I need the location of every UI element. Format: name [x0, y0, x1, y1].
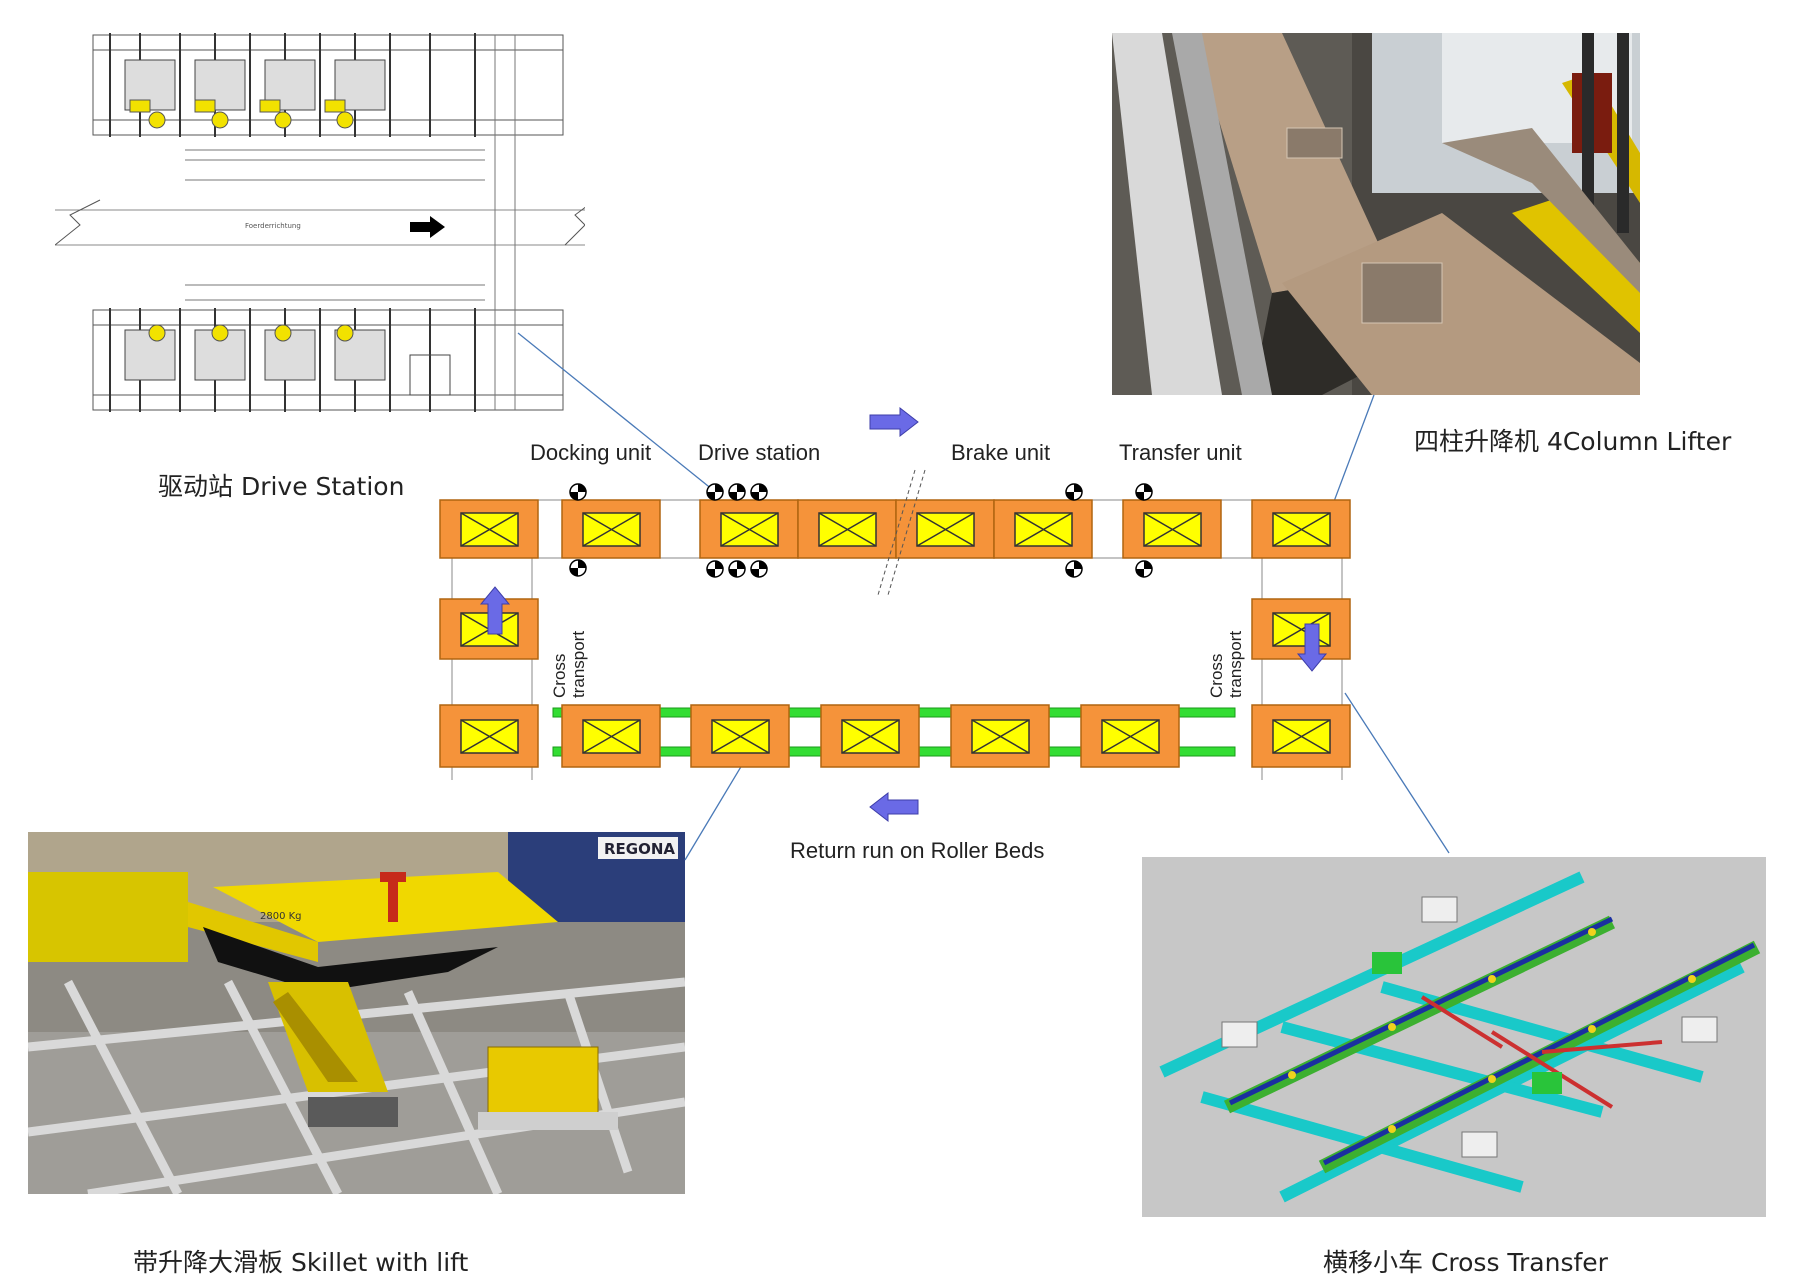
carrier: [1251, 598, 1351, 660]
carrier: [1251, 704, 1351, 768]
drive-station-drawing: Foerderrichtung: [55, 33, 585, 412]
break-mark: [887, 469, 926, 596]
carrier-row-top: [439, 499, 1351, 559]
leader-line-drive-station: [517, 332, 714, 491]
caption-column-lifter: 四柱升降机 4Column Lifter: [1414, 427, 1732, 456]
caption-skillet-with-lift: 带升降大滑板 Skillet with lift: [133, 1248, 469, 1277]
carrier: [690, 704, 790, 768]
arrow-up-icon: [479, 586, 511, 635]
cross-transport-label-right: Cross transport: [1207, 631, 1245, 698]
cross-transfer-render: [1142, 857, 1766, 1217]
carrier: [439, 704, 539, 768]
leader-line-cross-transfer: [1344, 692, 1450, 854]
caption-cross-transfer: 横移小车 Cross Transfer: [1323, 1248, 1608, 1277]
break-mark: [877, 469, 916, 596]
arrow-down-icon: [1296, 623, 1328, 672]
skillet-sign-text: REGONA: [604, 840, 675, 858]
return-run-label: Return run on Roller Beds: [790, 838, 1045, 863]
carrier: [561, 499, 661, 559]
carrier: [1122, 499, 1222, 559]
carrier-row-middle: [439, 598, 1351, 660]
arrow-left-icon: [869, 791, 919, 823]
docking-unit-label: Docking unit: [530, 440, 652, 465]
cross-transport-text: Cross transport: [550, 630, 588, 698]
carrier: [1080, 704, 1180, 768]
carrier: [950, 704, 1050, 768]
caption-drive-station: 驱动站 Drive Station: [158, 472, 405, 501]
carrier: [699, 499, 799, 559]
wheel-markers: [569, 483, 1153, 578]
cross-transport-text: Cross transport: [1207, 630, 1245, 698]
carrier: [439, 499, 539, 559]
carrier: [993, 499, 1093, 559]
carrier: [1251, 499, 1351, 559]
carrier-row-bottom: [439, 704, 1351, 768]
column-lifter-photo: [1112, 33, 1640, 395]
brake-unit-label: Brake unit: [951, 440, 1051, 465]
carrier: [797, 499, 897, 559]
cross-transport-label-left: Cross transport: [550, 631, 588, 698]
skillet-load-label: 2800 Kg: [260, 911, 302, 922]
carrier: [820, 704, 920, 768]
transfer-unit-label: Transfer unit: [1119, 440, 1242, 465]
carrier: [895, 499, 995, 559]
skillet-with-lift-photo: REGONA 2800 Kg: [28, 832, 685, 1194]
arrow-right-icon: [869, 406, 919, 438]
svg-text:Foerderrichtung: Foerderrichtung: [245, 222, 301, 230]
drive-station-label: Drive station: [698, 440, 821, 465]
carrier: [561, 704, 661, 768]
